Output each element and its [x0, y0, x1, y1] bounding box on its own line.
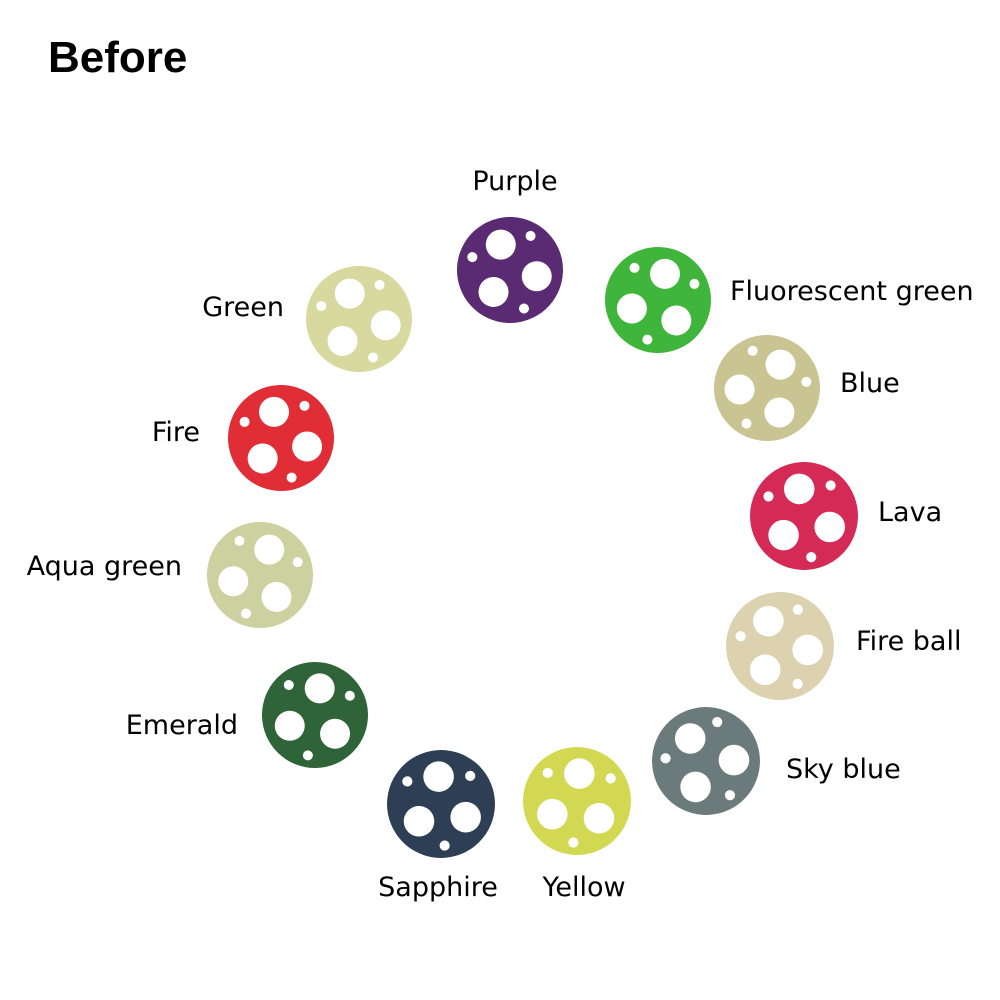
gasket-lava — [750, 462, 858, 570]
gasket-yellow — [523, 747, 631, 855]
label-yellow: Yellow — [542, 872, 626, 903]
gasket-emerald — [262, 662, 368, 768]
label-blue: Blue — [840, 368, 900, 399]
label-aqua-green: Aqua green — [26, 551, 182, 582]
label-sapphire: Sapphire — [378, 872, 498, 903]
label-sky-blue: Sky blue — [786, 754, 901, 785]
label-fluorescent-green: Fluorescent green — [730, 276, 974, 307]
gasket-blue — [714, 335, 820, 441]
gasket-aqua-green — [207, 522, 313, 628]
gasket-fluorescent-green — [605, 247, 711, 353]
gasket-fire-ball — [726, 592, 834, 700]
gasket-green — [306, 266, 412, 372]
gasket-sky-blue — [652, 707, 760, 815]
label-lava: Lava — [878, 497, 943, 528]
label-green: Green — [202, 292, 284, 323]
label-emerald: Emerald — [125, 710, 238, 741]
gasket-fire — [228, 385, 334, 491]
label-purple: Purple — [472, 166, 558, 197]
page-title: Before — [48, 33, 188, 82]
label-fire: Fire — [151, 417, 200, 448]
label-fire-ball: Fire ball — [856, 626, 962, 657]
gasket-sapphire — [387, 750, 495, 858]
gasket-purple — [457, 217, 563, 323]
